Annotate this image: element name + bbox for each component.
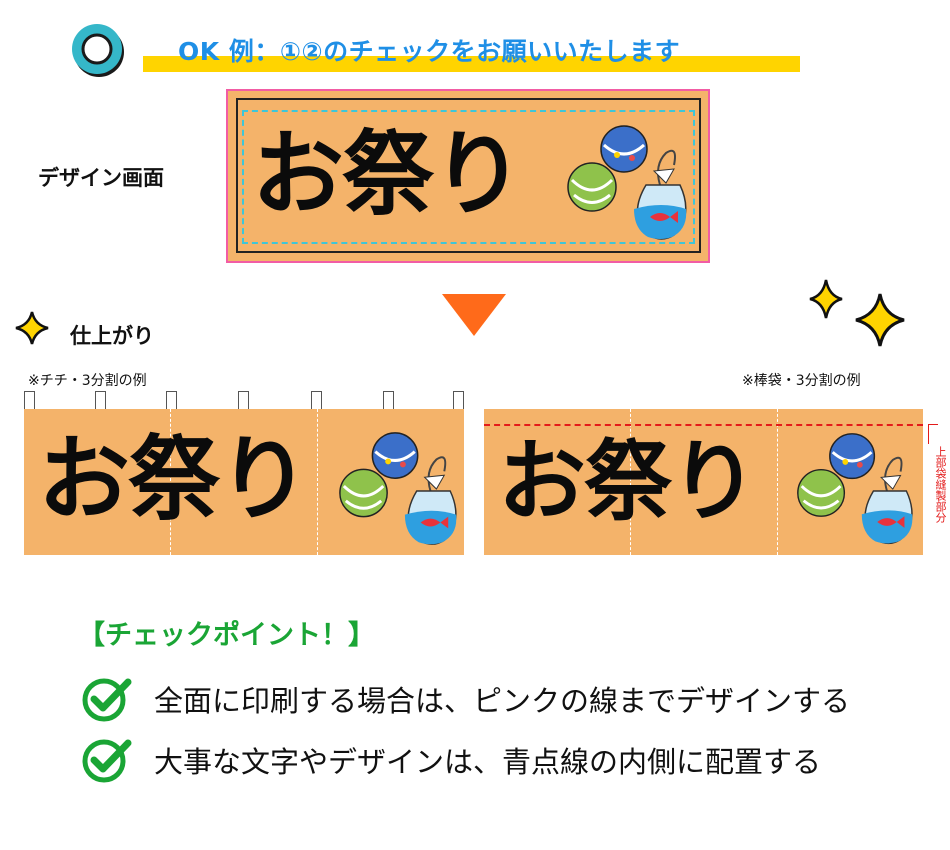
check-icon — [82, 739, 132, 783]
design-screen-label: デザイン画面 — [38, 166, 164, 190]
pole-pocket-bracket — [928, 424, 938, 444]
design-banner-text: お祭り — [252, 121, 524, 228]
finished-banner-chichi: お祭り — [24, 409, 464, 555]
check-icon — [82, 678, 132, 722]
sparkle-icon — [809, 279, 843, 319]
finished-banner-text: お祭り — [38, 426, 310, 533]
checkpoint-item: 大事な文字やデザインは、青点線の内側に配置する — [82, 737, 821, 783]
page-title: OK 例：①②のチェックをお願いいたします — [178, 37, 681, 66]
pole-pocket-note: 上部袋縫製部分 — [934, 446, 947, 523]
water-balloon-icon — [567, 125, 687, 240]
checkpoint-text: 全面に印刷する場合は、ピンクの線までデザインする — [154, 684, 851, 718]
sparkle-icon — [855, 293, 905, 347]
checkpoint-text: 大事な文字やデザインは、青点線の内側に配置する — [154, 745, 822, 779]
finished-banner-pole-pocket: お祭り — [484, 409, 923, 555]
ok-circle-icon — [72, 24, 124, 77]
goldfish-bag-icon — [339, 432, 457, 545]
design-print-area — [226, 89, 710, 263]
finished-banner-text: お祭り — [498, 430, 758, 533]
pole-pocket-seam-line — [484, 424, 923, 426]
down-arrow-icon — [442, 294, 506, 336]
goldfish-bag-icon — [797, 433, 913, 545]
checkpoint-title: 【チェックポイント！】 — [78, 620, 375, 651]
finish-label: 仕上がり — [70, 324, 154, 348]
left-example-note: ※チチ・3分割の例 — [28, 373, 147, 389]
design-finish-line — [236, 98, 701, 253]
design-safe-area — [242, 110, 695, 244]
title-underline — [143, 56, 800, 72]
sparkle-icon — [15, 311, 49, 345]
checkpoint-item: 全面に印刷する場合は、ピンクの線までデザインする — [82, 676, 850, 722]
right-example-note: ※棒袋・3分割の例 — [742, 373, 861, 389]
